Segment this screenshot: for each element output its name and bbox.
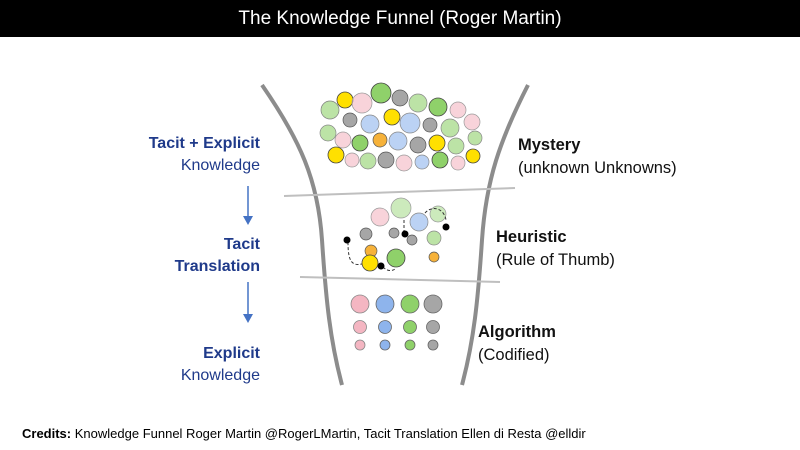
stage-mystery-title: Mystery — [518, 136, 581, 154]
label-tacit-explicit: Tacit + Explicit Knowledge — [149, 133, 260, 177]
divider-heuristic-algorithm — [299, 276, 501, 283]
funnel-right-wall — [460, 84, 530, 386]
heuristic-circles — [343, 197, 450, 272]
stage-algorithm-title: Algorithm — [478, 323, 556, 341]
stage-heuristic: Heuristic (Rule of Thumb) — [496, 226, 615, 272]
label-explicit-title: Explicit — [203, 345, 260, 362]
label-tacit-explicit-title: Tacit + Explicit — [148, 135, 260, 152]
label-tacit-translation: Tacit Translation — [175, 234, 260, 278]
credits: Credits: Knowledge Funnel Roger Martin @… — [22, 426, 586, 441]
label-tacit-translation-line2: Translation — [174, 258, 260, 275]
label-tacit-translation-line1: Tacit — [223, 236, 260, 253]
label-explicit-sub: Knowledge — [180, 367, 260, 384]
algorithm-grid — [350, 294, 443, 351]
stage-mystery: Mystery (unknown Unknowns) — [518, 134, 677, 180]
title-bar: The Knowledge Funnel (Roger Martin) — [0, 0, 800, 37]
funnel-left-wall — [260, 83, 344, 386]
stage-algorithm: Algorithm (Codified) — [478, 321, 556, 367]
left-arrows — [243, 186, 253, 323]
mystery-circles — [319, 82, 483, 172]
label-tacit-explicit-sub: Knowledge — [180, 157, 260, 174]
page-title: The Knowledge Funnel (Roger Martin) — [238, 8, 562, 29]
label-explicit: Explicit Knowledge — [181, 343, 260, 387]
credits-text: Knowledge Funnel Roger Martin @RogerLMar… — [74, 426, 586, 441]
credits-label: Credits: — [22, 426, 72, 441]
divider-mystery-heuristic — [283, 187, 516, 197]
stage-heuristic-title: Heuristic — [496, 228, 567, 246]
stage-algorithm-sub: (Codified) — [478, 346, 550, 364]
stage-heuristic-sub: (Rule of Thumb) — [496, 251, 615, 269]
stage-mystery-sub: (unknown Unknowns) — [518, 159, 677, 177]
